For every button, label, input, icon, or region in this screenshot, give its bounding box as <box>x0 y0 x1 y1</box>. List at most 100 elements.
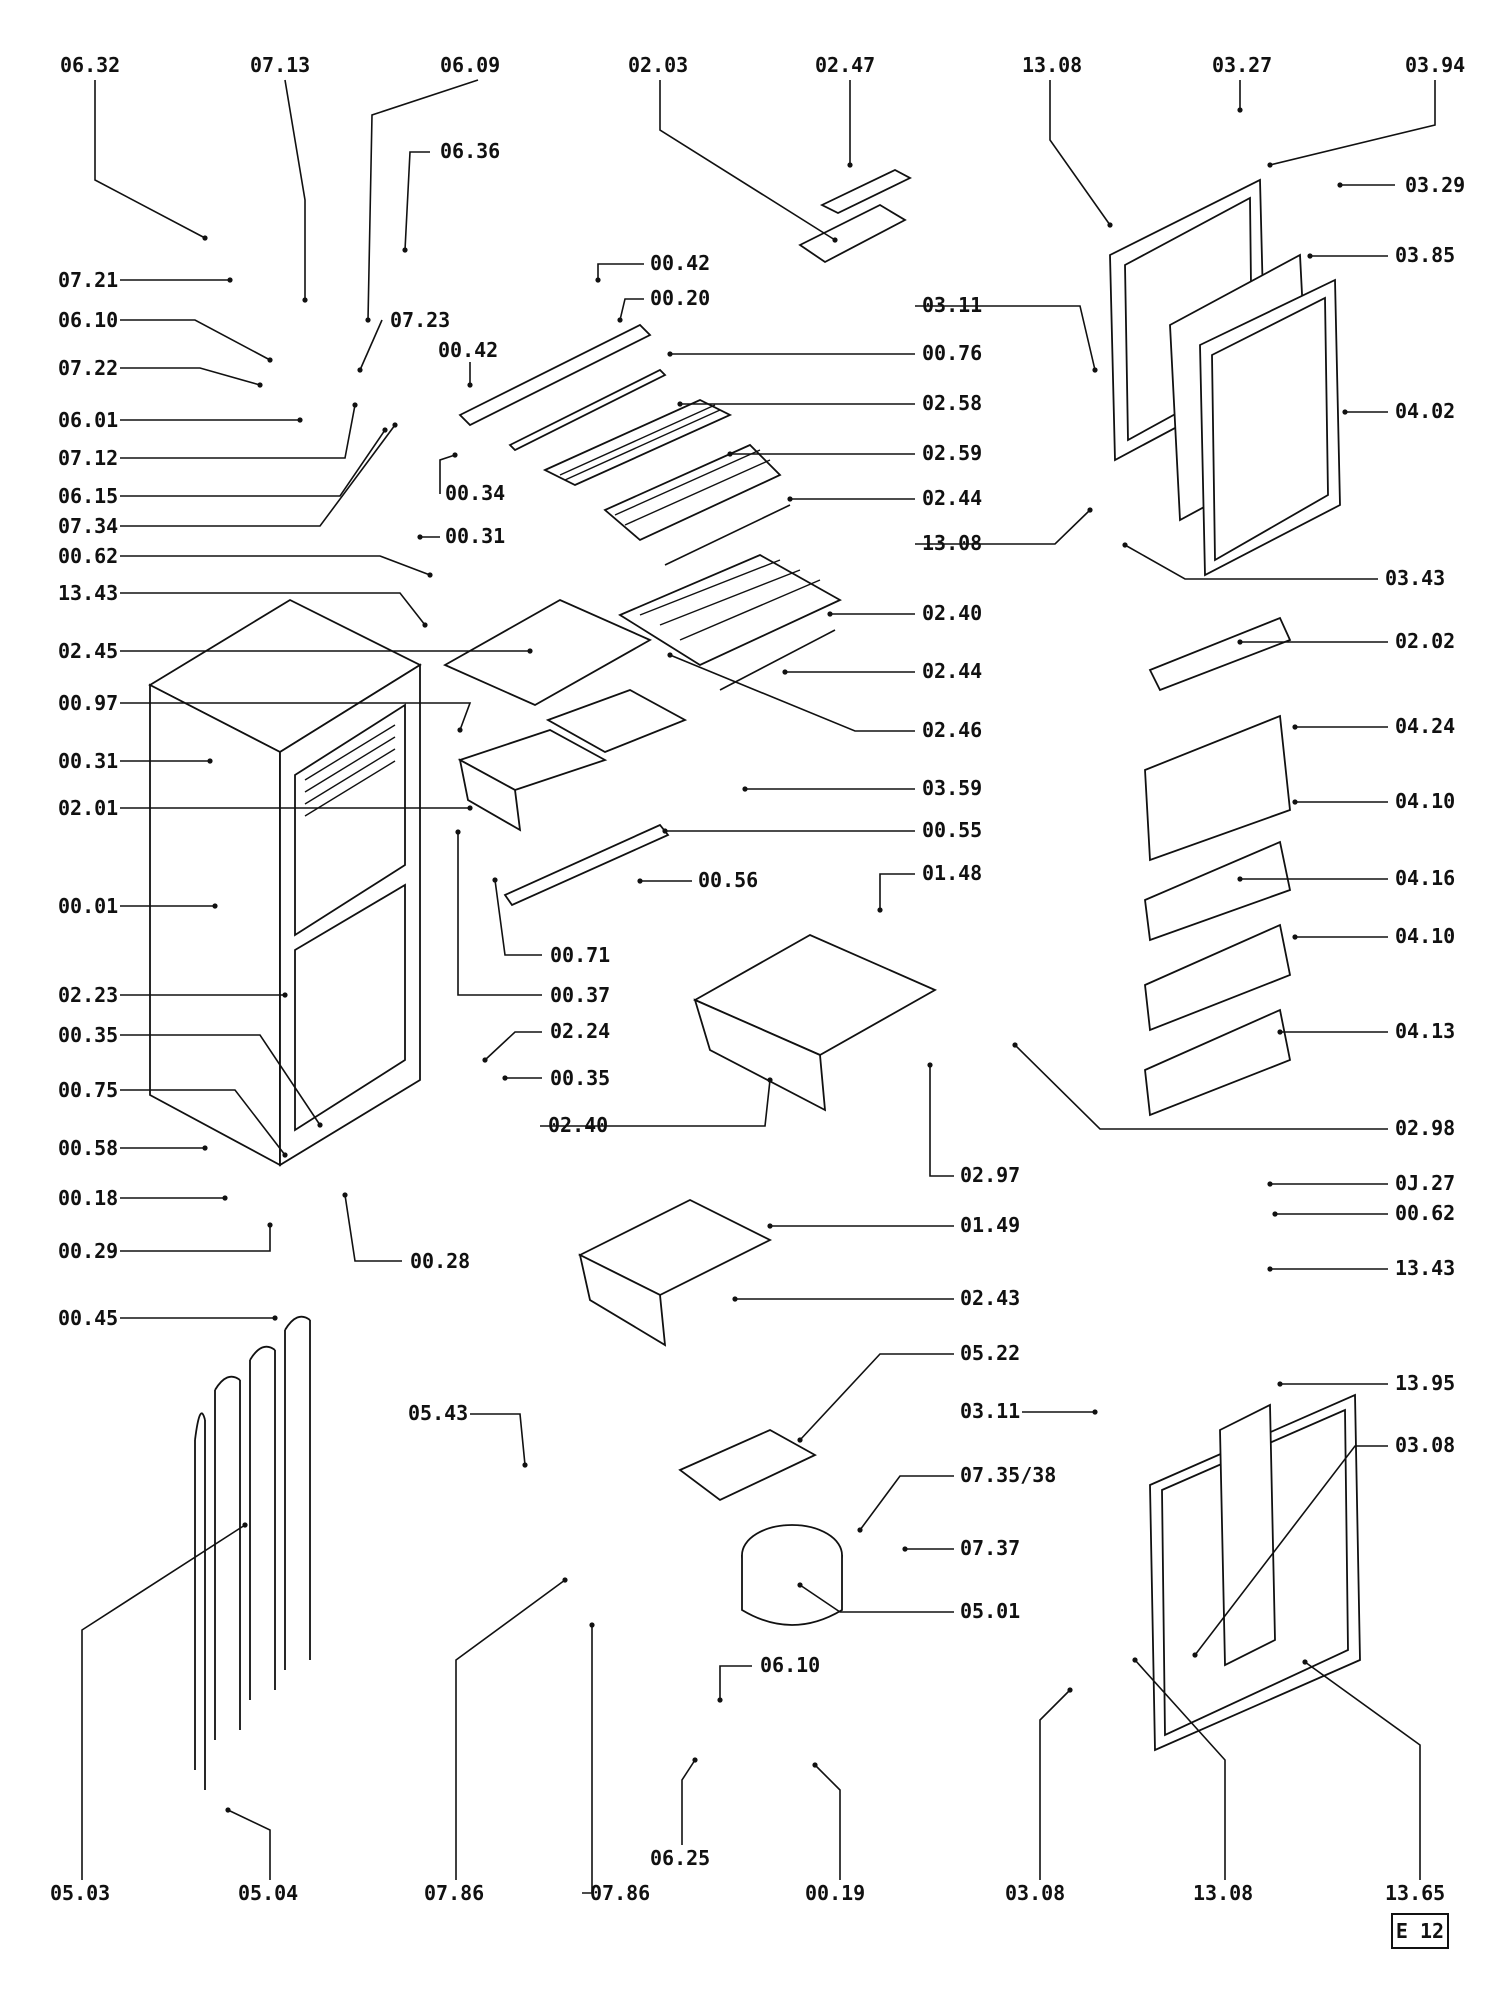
leader-dot <box>302 297 308 303</box>
part-label: 02.40 <box>548 1113 608 1137</box>
leader-line <box>284 79 306 300</box>
leader-dot <box>812 1762 818 1768</box>
part-label: 03.85 <box>1395 243 1455 267</box>
leader-line <box>227 1809 271 1880</box>
part-label: 02.23 <box>58 983 118 1007</box>
part-label: 06.32 <box>60 53 120 77</box>
leader-line <box>81 1524 246 1880</box>
leader-dot <box>1132 1657 1138 1663</box>
leader-dot <box>1337 182 1343 188</box>
leader-line <box>120 429 386 497</box>
part-label: 00.01 <box>58 894 118 918</box>
leader-line <box>470 1413 526 1466</box>
leader-lines <box>81 79 1436 1894</box>
part-label: 13.08 <box>1022 53 1082 77</box>
part-label: 02.44 <box>922 659 982 683</box>
leader-line <box>1049 80 1111 226</box>
leader-dot <box>212 903 218 909</box>
part-label: 13.43 <box>58 581 118 605</box>
part-label: 07.21 <box>58 268 118 292</box>
leader-line <box>457 832 542 996</box>
part-label: 02.59 <box>922 441 982 465</box>
part-label: 00.45 <box>58 1306 118 1330</box>
part-drawings <box>148 168 1361 1790</box>
leader-dot <box>417 534 423 540</box>
part-label: 06.10 <box>760 1653 820 1677</box>
leader-dot <box>242 1522 248 1528</box>
leader-line <box>929 1065 954 1177</box>
part-label: 06.15 <box>58 484 118 508</box>
door-shelf-drawings <box>1144 616 1361 1752</box>
part-label: 01.49 <box>960 1213 1020 1237</box>
part-label: 00.58 <box>58 1136 118 1160</box>
leader-line <box>859 1475 954 1531</box>
leader-line <box>597 263 644 280</box>
part-label: 07.22 <box>58 356 118 380</box>
part-label: 05.22 <box>960 1341 1020 1365</box>
leader-dot <box>1192 1652 1198 1658</box>
leader-line <box>484 1031 542 1061</box>
leader-line <box>1194 1445 1388 1656</box>
leader-dot <box>637 878 643 884</box>
part-label: 00.75 <box>58 1078 118 1102</box>
leader-dot <box>1307 253 1313 259</box>
part-label: 01.48 <box>922 861 982 885</box>
part-label: 07.12 <box>58 446 118 470</box>
part-label: 00.35 <box>58 1023 118 1047</box>
leader-line <box>1124 544 1378 580</box>
leader-line <box>344 1194 402 1262</box>
part-label: 07.13 <box>250 53 310 77</box>
leader-line <box>120 592 426 626</box>
part-label: 00.71 <box>550 943 610 967</box>
leader-dot <box>492 877 498 883</box>
leader-dot <box>1267 162 1273 168</box>
leader-dot <box>482 1057 488 1063</box>
part-label: 00.62 <box>1395 1201 1455 1225</box>
part-label: 03.43 <box>1385 566 1445 590</box>
leader-dot <box>767 1077 773 1083</box>
part-label: 07.23 <box>390 308 450 332</box>
part-label: 07.34 <box>58 514 118 538</box>
leader-dot <box>257 382 263 388</box>
leader-dot <box>1302 1659 1308 1665</box>
leader-dot <box>317 1122 323 1128</box>
cabinet-drawing <box>148 598 422 1167</box>
leader-dot <box>797 1582 803 1588</box>
leader-dot <box>877 907 883 913</box>
leader-dot <box>1087 507 1093 513</box>
part-label: 13.08 <box>1193 1881 1253 1905</box>
leader-dot <box>382 427 388 433</box>
leader-dot <box>1237 107 1243 113</box>
part-label: 04.16 <box>1395 866 1455 890</box>
leader-dot <box>457 727 463 733</box>
part-label: 00.19 <box>805 1881 865 1905</box>
leader-dot <box>1277 1029 1283 1035</box>
leader-line <box>669 654 915 732</box>
leader-dot <box>467 805 473 811</box>
part-label: 04.10 <box>1395 789 1455 813</box>
condenser-drawing <box>194 1315 311 1790</box>
leader-line <box>719 1665 752 1700</box>
leader-dot <box>692 1757 698 1763</box>
leader-dot <box>342 1192 348 1198</box>
leader-line <box>120 367 261 386</box>
leader-dot <box>225 1807 231 1813</box>
leader-dot <box>927 1062 933 1068</box>
leader-dot <box>1012 1042 1018 1048</box>
leader-line <box>799 1584 954 1613</box>
leader-dot <box>742 786 748 792</box>
part-label: 05.03 <box>50 1881 110 1905</box>
part-label: 00.42 <box>438 338 498 362</box>
part-label: 02.03 <box>628 53 688 77</box>
leader-line <box>404 151 430 251</box>
leader-line <box>619 298 644 321</box>
leader-dot <box>365 317 371 323</box>
part-label: 02.43 <box>960 1286 1020 1310</box>
leader-line <box>120 1089 286 1156</box>
leader-dot <box>452 452 458 458</box>
leader-line <box>879 873 915 910</box>
part-label: 02.47 <box>815 53 875 77</box>
part-label: 02.02 <box>1395 629 1455 653</box>
